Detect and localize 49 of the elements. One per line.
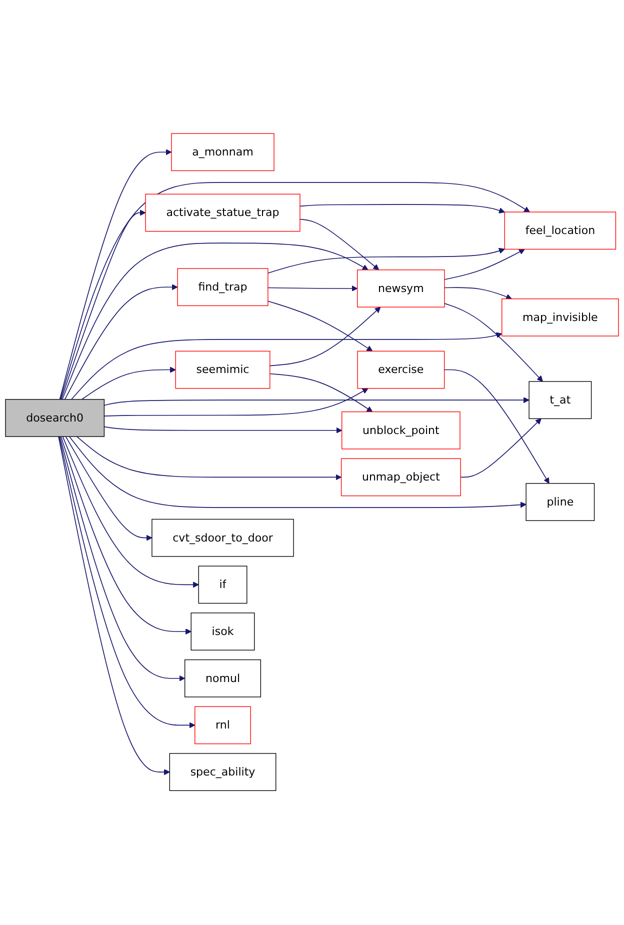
arrow bbox=[60, 436, 192, 635]
node-box: unblock_point bbox=[342, 412, 460, 450]
arrow bbox=[268, 248, 505, 274]
node-box: newsym bbox=[357, 270, 445, 308]
arrow bbox=[104, 397, 530, 406]
node-box: spec_ability bbox=[169, 754, 276, 792]
arrow bbox=[62, 436, 199, 588]
arrow bbox=[58, 436, 170, 776]
arrow bbox=[444, 249, 525, 280]
node-box: unmap_object bbox=[340, 458, 461, 497]
arrow bbox=[64, 284, 178, 400]
node-box: activate_statue_trap bbox=[145, 194, 300, 232]
arrow bbox=[76, 436, 342, 481]
arrow bbox=[62, 243, 368, 400]
node-box: exercise bbox=[357, 351, 445, 390]
arrow bbox=[268, 301, 373, 352]
arrow bbox=[104, 426, 342, 434]
node-box: cvt_sdoor_to_door bbox=[152, 519, 294, 558]
node-box: a_monnam bbox=[171, 134, 274, 172]
arrow bbox=[104, 388, 368, 417]
arrow bbox=[300, 204, 505, 214]
arrow bbox=[59, 150, 172, 400]
node-box: nomul bbox=[184, 660, 262, 698]
arrow bbox=[444, 370, 550, 484]
node-box: rnl bbox=[194, 706, 251, 745]
arrow bbox=[81, 367, 176, 400]
node-box: if bbox=[198, 566, 248, 604]
arrow bbox=[58, 436, 196, 729]
node-box: isok bbox=[190, 613, 255, 651]
node-box: dosearch0 bbox=[5, 399, 105, 438]
arrow bbox=[71, 332, 502, 400]
arrow bbox=[68, 436, 526, 508]
node-box: find_trap bbox=[177, 268, 268, 306]
node-box: feel_location bbox=[504, 212, 616, 250]
arrow bbox=[65, 436, 152, 542]
arrow bbox=[444, 303, 543, 382]
node-box: pline bbox=[526, 484, 595, 522]
node-box: map_invisible bbox=[502, 298, 619, 337]
arrow bbox=[268, 286, 358, 292]
arrow bbox=[269, 307, 381, 367]
node-box: seemimic bbox=[175, 351, 270, 390]
arrow bbox=[460, 418, 542, 478]
arrow bbox=[60, 210, 146, 400]
arrow bbox=[59, 436, 186, 682]
node-box: t_at bbox=[528, 382, 592, 420]
arrow bbox=[60, 182, 530, 400]
arrow bbox=[269, 374, 373, 412]
arrow bbox=[300, 219, 380, 271]
arrow bbox=[444, 288, 512, 300]
